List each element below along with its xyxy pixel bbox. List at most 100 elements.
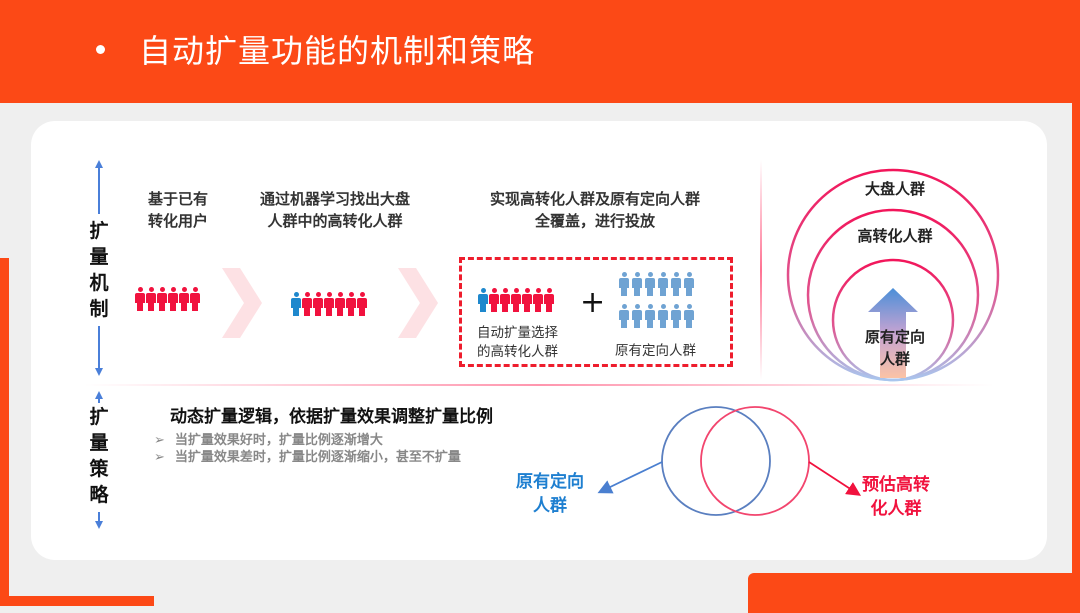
- person-icon: [645, 272, 655, 296]
- arrow-up-icon: [95, 160, 103, 168]
- person-icon: [324, 292, 334, 316]
- person-icon: [357, 292, 367, 316]
- venn-label-original: 原有定向 人群: [505, 470, 595, 518]
- arrow-down-icon: [95, 521, 103, 529]
- side-label-char: 机: [89, 272, 109, 294]
- strategy-item-text: 当扩量效果好时，扩量比例逐渐增大: [174, 433, 383, 448]
- plus-icon: +: [580, 285, 606, 320]
- person-icon: [302, 292, 312, 316]
- circle-label-middle: 高转化人群: [857, 227, 933, 245]
- chevron-right-icon: [222, 268, 262, 338]
- page-title: 自动扩量功能的机制和策略: [139, 32, 536, 70]
- person-icon: [684, 304, 694, 328]
- person-icon: [489, 288, 499, 312]
- stage-1-text: 基于已有 转化用户: [138, 188, 218, 232]
- side-label-char: 略: [89, 484, 109, 506]
- person-icon: [168, 287, 178, 311]
- stage-2-text: 通过机器学习找出大盘 人群中的高转化人群: [245, 188, 425, 232]
- person-icon: [658, 304, 668, 328]
- side-label-char: 量: [89, 432, 109, 454]
- mechanism-side-label: 扩量机制: [87, 218, 111, 322]
- bottom-right-accent-block: [748, 573, 1080, 613]
- strategy-heading: 动态扩量逻辑，依据扩量效果调整扩量比例: [170, 407, 493, 427]
- stage-1-line1: 基于已有: [147, 190, 208, 208]
- venn-label-predicted-line1: 预估高转: [862, 475, 930, 495]
- side-label-char: 扩: [89, 220, 109, 242]
- original-people-icons: [619, 272, 696, 336]
- nested-circles-diagram: [786, 168, 1000, 382]
- person-icon: [619, 304, 629, 328]
- venn-label-predicted-line2: 化人群: [870, 499, 922, 519]
- person-icon: [533, 288, 543, 312]
- person-icon: [346, 292, 356, 316]
- side-label-char: 扩: [89, 406, 109, 428]
- right-accent-bar: [1072, 103, 1080, 606]
- person-icon: [671, 304, 681, 328]
- strategy-item: ➢ 当扩量效果差时，扩量比例逐渐缩小，甚至不扩量: [154, 446, 461, 465]
- strategy-item-text: 当扩量效果差时，扩量比例逐渐缩小，甚至不扩量: [174, 450, 461, 465]
- arrow-bullet-icon: ➢: [154, 433, 165, 448]
- person-icon: [146, 287, 156, 311]
- side-label-char: 量: [89, 246, 109, 268]
- left-accent-bar: [0, 258, 9, 606]
- person-icon: [544, 288, 554, 312]
- arrow-up-icon: [95, 391, 103, 399]
- person-icon: [500, 288, 510, 312]
- person-icon: [511, 288, 521, 312]
- stage-3-line1: 实现高转化人群及原有定向人群: [489, 190, 700, 208]
- person-icon: [291, 292, 301, 316]
- person-icon: [632, 304, 642, 328]
- circle-label-inner-line2: 人群: [879, 350, 910, 368]
- title-bullet-icon: [96, 44, 105, 54]
- expanded-caption-line2: 的高转化人群: [477, 344, 558, 360]
- people-row: [619, 304, 696, 328]
- expanded-caption-line1: 自动扩量选择: [477, 325, 558, 341]
- arrow-bullet-icon: ➢: [154, 450, 165, 465]
- mechanism-axis-top: [98, 166, 100, 214]
- person-icon: [478, 288, 488, 312]
- strategy-side-label: 扩量策略: [87, 404, 111, 508]
- person-icon: [619, 272, 629, 296]
- venn-label-original-line2: 人群: [533, 496, 567, 516]
- person-icon: [157, 287, 167, 311]
- stage-2-line2: 人群中的高转化人群: [267, 212, 403, 230]
- vertical-divider: [760, 160, 762, 380]
- mechanism-axis-bottom: [98, 326, 100, 370]
- person-icon: [684, 272, 694, 296]
- coverage-dashed-box: [459, 257, 733, 367]
- chevron-right-icon: [398, 268, 438, 338]
- arrow-down-icon: [95, 368, 103, 376]
- stage-3-text: 实现高转化人群及原有定向人群 全覆盖，进行投放: [465, 188, 725, 232]
- person-icon: [179, 287, 189, 311]
- stage-2-people-icons: [291, 292, 367, 316]
- venn-diagram: [597, 406, 862, 516]
- expanded-caption: 自动扩量选择 的高转化人群: [477, 324, 558, 362]
- stage-1-people-icons: [135, 287, 200, 311]
- original-caption: 原有定向人群: [615, 343, 696, 359]
- people-row: [619, 272, 696, 296]
- person-icon: [632, 272, 642, 296]
- side-label-char: 策: [89, 458, 109, 480]
- side-label-char: 制: [89, 298, 109, 320]
- circle-label-outer: 大盘人群: [864, 180, 925, 198]
- title-row: 自动扩量功能的机制和策略: [96, 26, 535, 72]
- header-bar: [0, 0, 1080, 103]
- person-icon: [313, 292, 323, 316]
- circle-label-inner: 原有定向 人群: [855, 326, 935, 370]
- content-card: [31, 121, 1047, 560]
- venn-label-predicted: 预估高转 化人群: [851, 473, 941, 521]
- person-icon: [335, 292, 345, 316]
- strategy-item: ➢ 当扩量效果好时，扩量比例逐渐增大: [154, 429, 383, 448]
- stage-1-line2: 转化用户: [147, 212, 208, 230]
- strategy-axis-top: [98, 397, 100, 403]
- bottom-left-accent-bar: [0, 596, 154, 606]
- person-icon: [522, 288, 532, 312]
- venn-label-original-line1: 原有定向: [516, 472, 584, 492]
- person-icon: [658, 272, 668, 296]
- stage-3-line2: 全覆盖，进行投放: [534, 212, 655, 230]
- stage-2-line1: 通过机器学习找出大盘: [259, 190, 410, 208]
- strategy-axis-bottom: [98, 512, 100, 522]
- person-icon: [671, 272, 681, 296]
- person-icon: [135, 287, 145, 311]
- person-icon: [645, 304, 655, 328]
